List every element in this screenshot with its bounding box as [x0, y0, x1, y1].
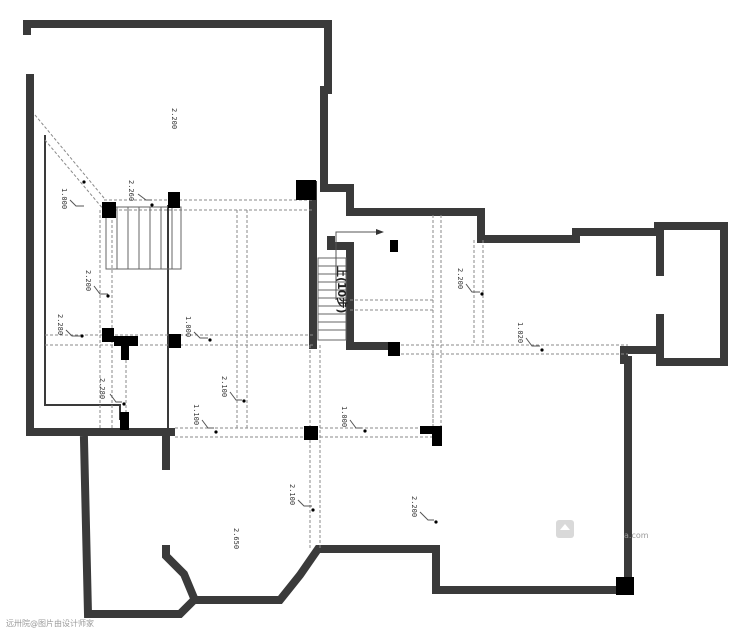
- watermark-right-text: a.com: [624, 531, 649, 540]
- wall-left-outer: [26, 74, 88, 436]
- elevation-e8: 2.100: [220, 376, 246, 403]
- wall-inner-stub: [80, 428, 175, 470]
- elevation-text: 1.020: [516, 322, 524, 343]
- elevation-e5: 2.280: [56, 314, 84, 338]
- elevation-text: 2.200: [170, 108, 178, 129]
- watermark-right: a.com: [556, 520, 649, 540]
- elevation-text: 2.280: [56, 314, 64, 335]
- elevation-text: 2.100: [288, 484, 296, 505]
- elevation-e15: 2.650: [232, 528, 240, 549]
- elevation-text: 2.100: [220, 376, 228, 397]
- elevation-e2: 1.000: [60, 180, 86, 209]
- column-10: [388, 342, 400, 356]
- stairs-left-outline: [105, 206, 182, 270]
- elevation-text: 1.000: [340, 406, 348, 427]
- dash-diag-1: [34, 114, 105, 199]
- elevation-text: 2.280: [98, 378, 106, 399]
- elevation-e1: 2.200: [170, 108, 178, 129]
- column-1: [296, 180, 316, 200]
- elevation-e11: 1.020: [516, 322, 544, 352]
- columns: [102, 180, 634, 595]
- stairs-right-outline: [317, 257, 347, 341]
- elevation-e14: 2.200: [410, 496, 438, 524]
- elevation-text: 2.200: [410, 496, 418, 517]
- elevation-e7: 2.280: [98, 378, 126, 406]
- walls: [23, 20, 728, 618]
- dashed-lines: [34, 114, 628, 549]
- elevation-text: 2.650: [232, 528, 240, 549]
- watermark-bottom-left: 远卅院@图片由设计师家: [6, 618, 94, 628]
- elevation-e6: 1.000: [184, 316, 212, 342]
- stairs-right: 上(10步): [317, 229, 384, 341]
- column-9: [304, 426, 318, 440]
- column-7: [169, 334, 181, 348]
- stairs-left: [105, 206, 182, 270]
- wall-right-room-outer: [654, 222, 728, 366]
- elevation-text: 2.200: [84, 270, 92, 291]
- wall-bottom-right: [79, 435, 632, 618]
- wall-bay-window: [162, 545, 200, 604]
- elevation-e12: 1.000: [340, 406, 367, 433]
- column-6: [121, 346, 129, 360]
- elevation-text: 1.000: [60, 188, 68, 209]
- elevation-labels: 2.200 1.000 2.260 2.200 2.280 1.000: [56, 108, 544, 549]
- column-5: [114, 336, 138, 346]
- elevation-e3: 2.260: [127, 180, 154, 207]
- column-11: [420, 426, 438, 434]
- column-14: [616, 577, 634, 595]
- stair-direction-arrow: [335, 231, 380, 300]
- column-12: [432, 426, 442, 446]
- wall-right-lower: [620, 346, 664, 594]
- stair-label: 上(10步): [335, 266, 349, 313]
- wall-top-left-room: [23, 20, 332, 192]
- column-4: [102, 328, 114, 342]
- wall-stair-top: [327, 236, 400, 350]
- column-2: [102, 202, 116, 218]
- stair-arrow-head-icon: [376, 229, 384, 235]
- elevation-text: 2.200: [456, 268, 464, 289]
- dash-diag-2: [44, 139, 105, 211]
- wall-central-vertical: [320, 184, 354, 211]
- wall-upper-middle: [346, 208, 664, 243]
- elevation-e13: 2.100: [288, 484, 315, 512]
- elevation-e4: 2.200: [84, 270, 110, 298]
- column-3: [168, 192, 180, 208]
- elevation-text: 1.100: [192, 404, 200, 425]
- column-13: [390, 240, 398, 252]
- column-8: [120, 412, 129, 430]
- elevation-text: 1.000: [184, 316, 192, 337]
- elevation-e10: 2.200: [456, 268, 484, 296]
- elevation-e9: 1.100: [192, 404, 218, 434]
- elevation-text: 2.260: [127, 180, 135, 201]
- thin-wall-left-inner: [44, 135, 121, 420]
